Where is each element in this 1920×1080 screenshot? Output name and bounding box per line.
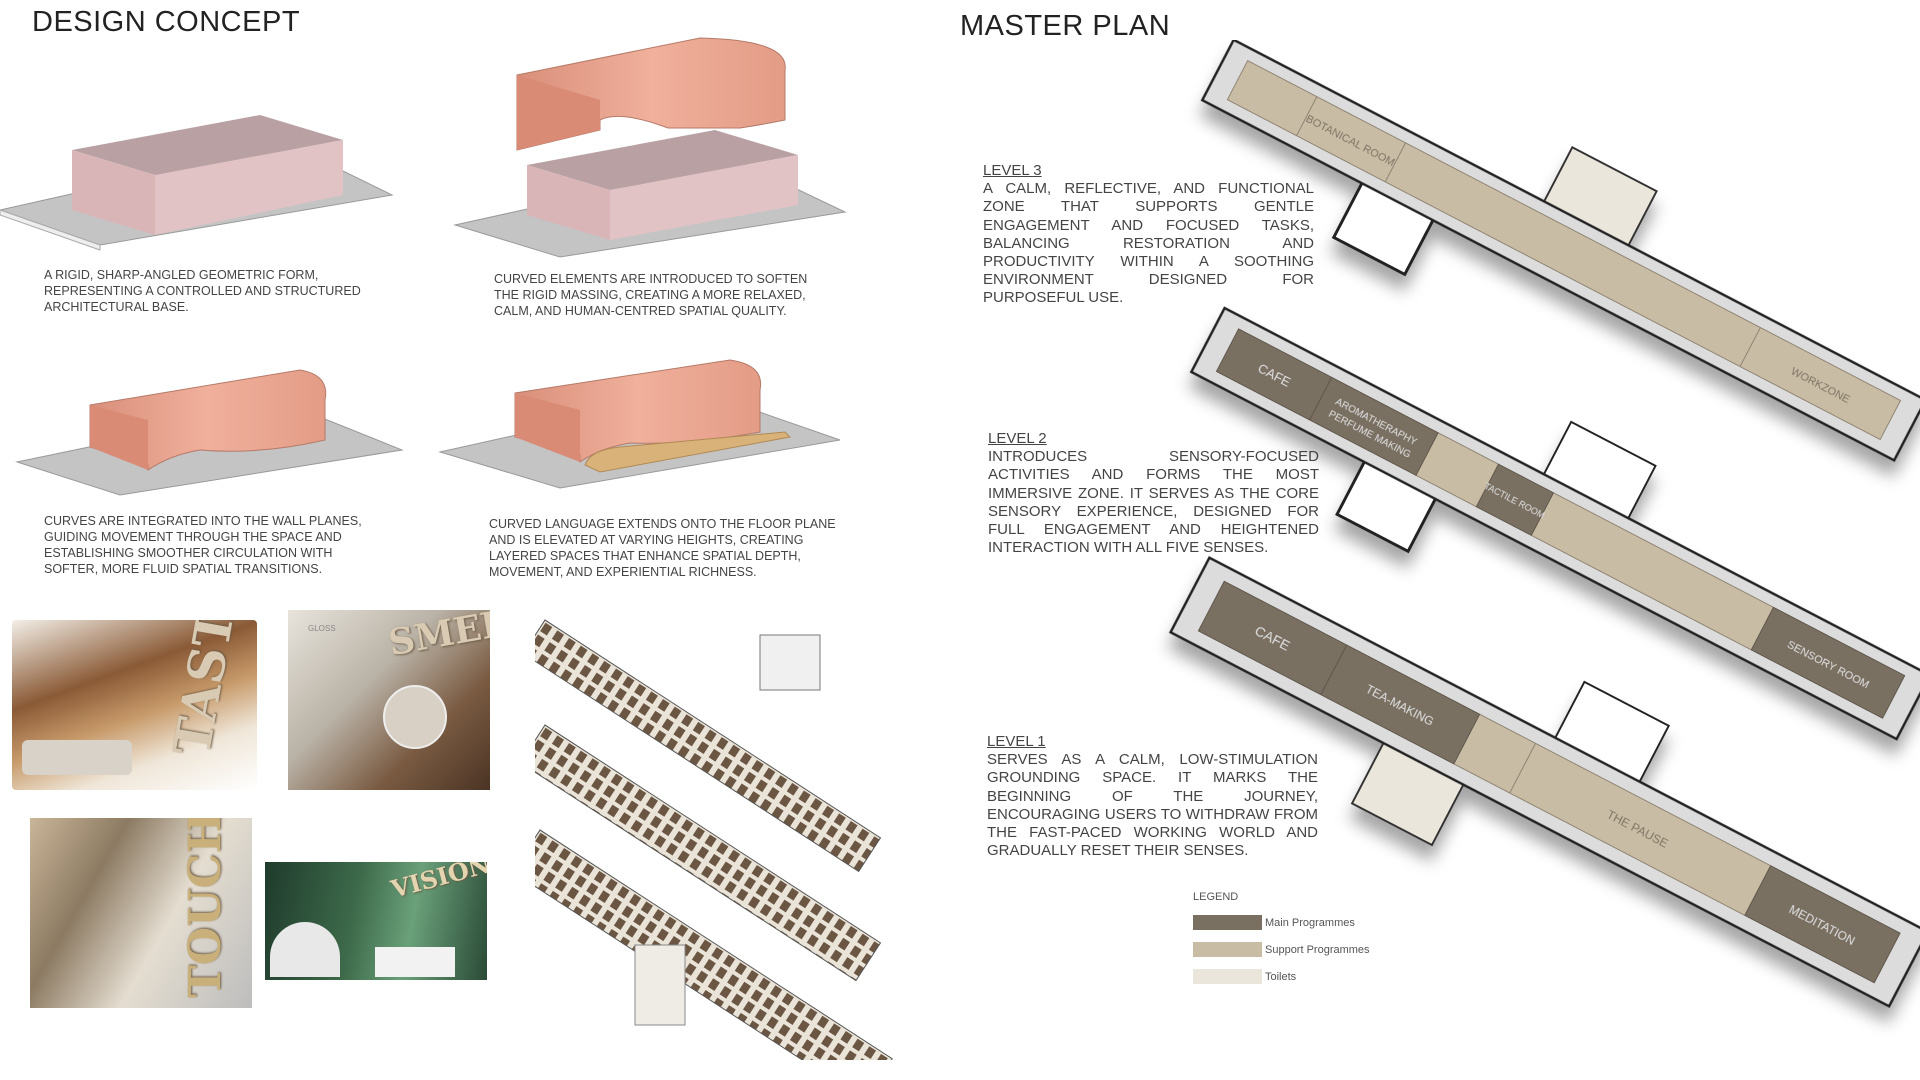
caption-step-4: Curved language extends onto the floor p… bbox=[489, 517, 836, 579]
legend-item-main: Main Programmes bbox=[1193, 915, 1370, 930]
bottle-display bbox=[383, 685, 447, 749]
smell-mood-image: SMELL GLOSS bbox=[288, 610, 490, 790]
section-annex bbox=[759, 634, 821, 691]
level-1-plan: CAFE TEA-MAKING THE PAUSE MEDITATION bbox=[1168, 556, 1920, 1008]
legend-title: LEGEND bbox=[1193, 891, 1239, 903]
legend-swatch bbox=[1193, 942, 1262, 957]
smell-sign-text: GLOSS bbox=[308, 624, 336, 633]
level-2-description: LEVEL 2 Introduces sensory-focused activ… bbox=[988, 430, 1319, 557]
level-2-label: LEVEL 2 bbox=[988, 430, 1047, 447]
legend-swatch bbox=[1193, 915, 1262, 930]
smell-word: SMELL bbox=[385, 610, 490, 665]
legend-label: Support Programmes bbox=[1265, 943, 1370, 956]
master-plan-title: MASTER PLAN bbox=[960, 10, 1171, 42]
vision-mood-image: VISION bbox=[265, 862, 487, 980]
massing-step-1 bbox=[0, 115, 394, 251]
caption-step-3: Curves are integrated into the wall plan… bbox=[44, 514, 362, 576]
steps-shape bbox=[270, 922, 340, 977]
legend-item-toilets: Toilets bbox=[1193, 969, 1370, 984]
legend: LEGEND Main Programmes Support Programme… bbox=[1193, 891, 1370, 984]
vision-word: VISION bbox=[387, 862, 487, 904]
sofa-shape bbox=[22, 740, 132, 775]
touch-word: TOUCH bbox=[180, 818, 231, 998]
level-1-description: LEVEL 1 Serves as a calm, low-stimulatio… bbox=[987, 733, 1318, 860]
level-2-plan: CAFE AROMATHERAPHY PERFUME MAKING TACTIL… bbox=[1189, 306, 1920, 741]
design-concept-title: DESIGN CONCEPT bbox=[32, 6, 301, 38]
level-3-plan: BOTANICAL ROOM WORKZONE bbox=[1200, 40, 1920, 463]
massing-step-3 bbox=[15, 369, 404, 496]
section-level-1 bbox=[535, 829, 893, 1060]
sectional-perspectives bbox=[535, 619, 893, 1060]
level-3-text: A calm, reflective, and functional zone … bbox=[983, 180, 1314, 307]
level-2-text: Introduces sensory-focused activities an… bbox=[988, 448, 1319, 557]
massing-diagrams bbox=[0, 37, 847, 496]
master-plan-drawing: BOTANICAL ROOM WORKZONE CAFE AROMATHERAP… bbox=[1168, 40, 1920, 1008]
legend-swatch bbox=[1193, 969, 1262, 984]
taste-word: TASTE bbox=[162, 620, 253, 761]
level-3-label: LEVEL 3 bbox=[983, 162, 1042, 179]
legend-item-support: Support Programmes bbox=[1193, 942, 1370, 957]
bench-shape bbox=[375, 947, 455, 977]
touch-mood-image: TOUCH bbox=[30, 818, 252, 1008]
level-3-description: LEVEL 3 A calm, reflective, and function… bbox=[983, 162, 1314, 308]
section-tower bbox=[634, 944, 686, 1026]
massing-step-2 bbox=[453, 37, 847, 258]
taste-mood-image: TASTE bbox=[12, 620, 257, 790]
level-1-text: Serves as a calm, low-stimulation ground… bbox=[987, 751, 1318, 860]
level-1-label: LEVEL 1 bbox=[987, 733, 1046, 750]
caption-step-1: A rigid, sharp-angled geometric form, re… bbox=[44, 268, 361, 314]
legend-label: Toilets bbox=[1265, 970, 1297, 983]
massing-step-4 bbox=[438, 359, 841, 489]
section-level-3 bbox=[535, 619, 882, 873]
caption-step-2: Curved elements are introduced to soften… bbox=[494, 272, 808, 318]
section-level-2 bbox=[535, 724, 882, 982]
legend-label: Main Programmes bbox=[1265, 916, 1355, 929]
